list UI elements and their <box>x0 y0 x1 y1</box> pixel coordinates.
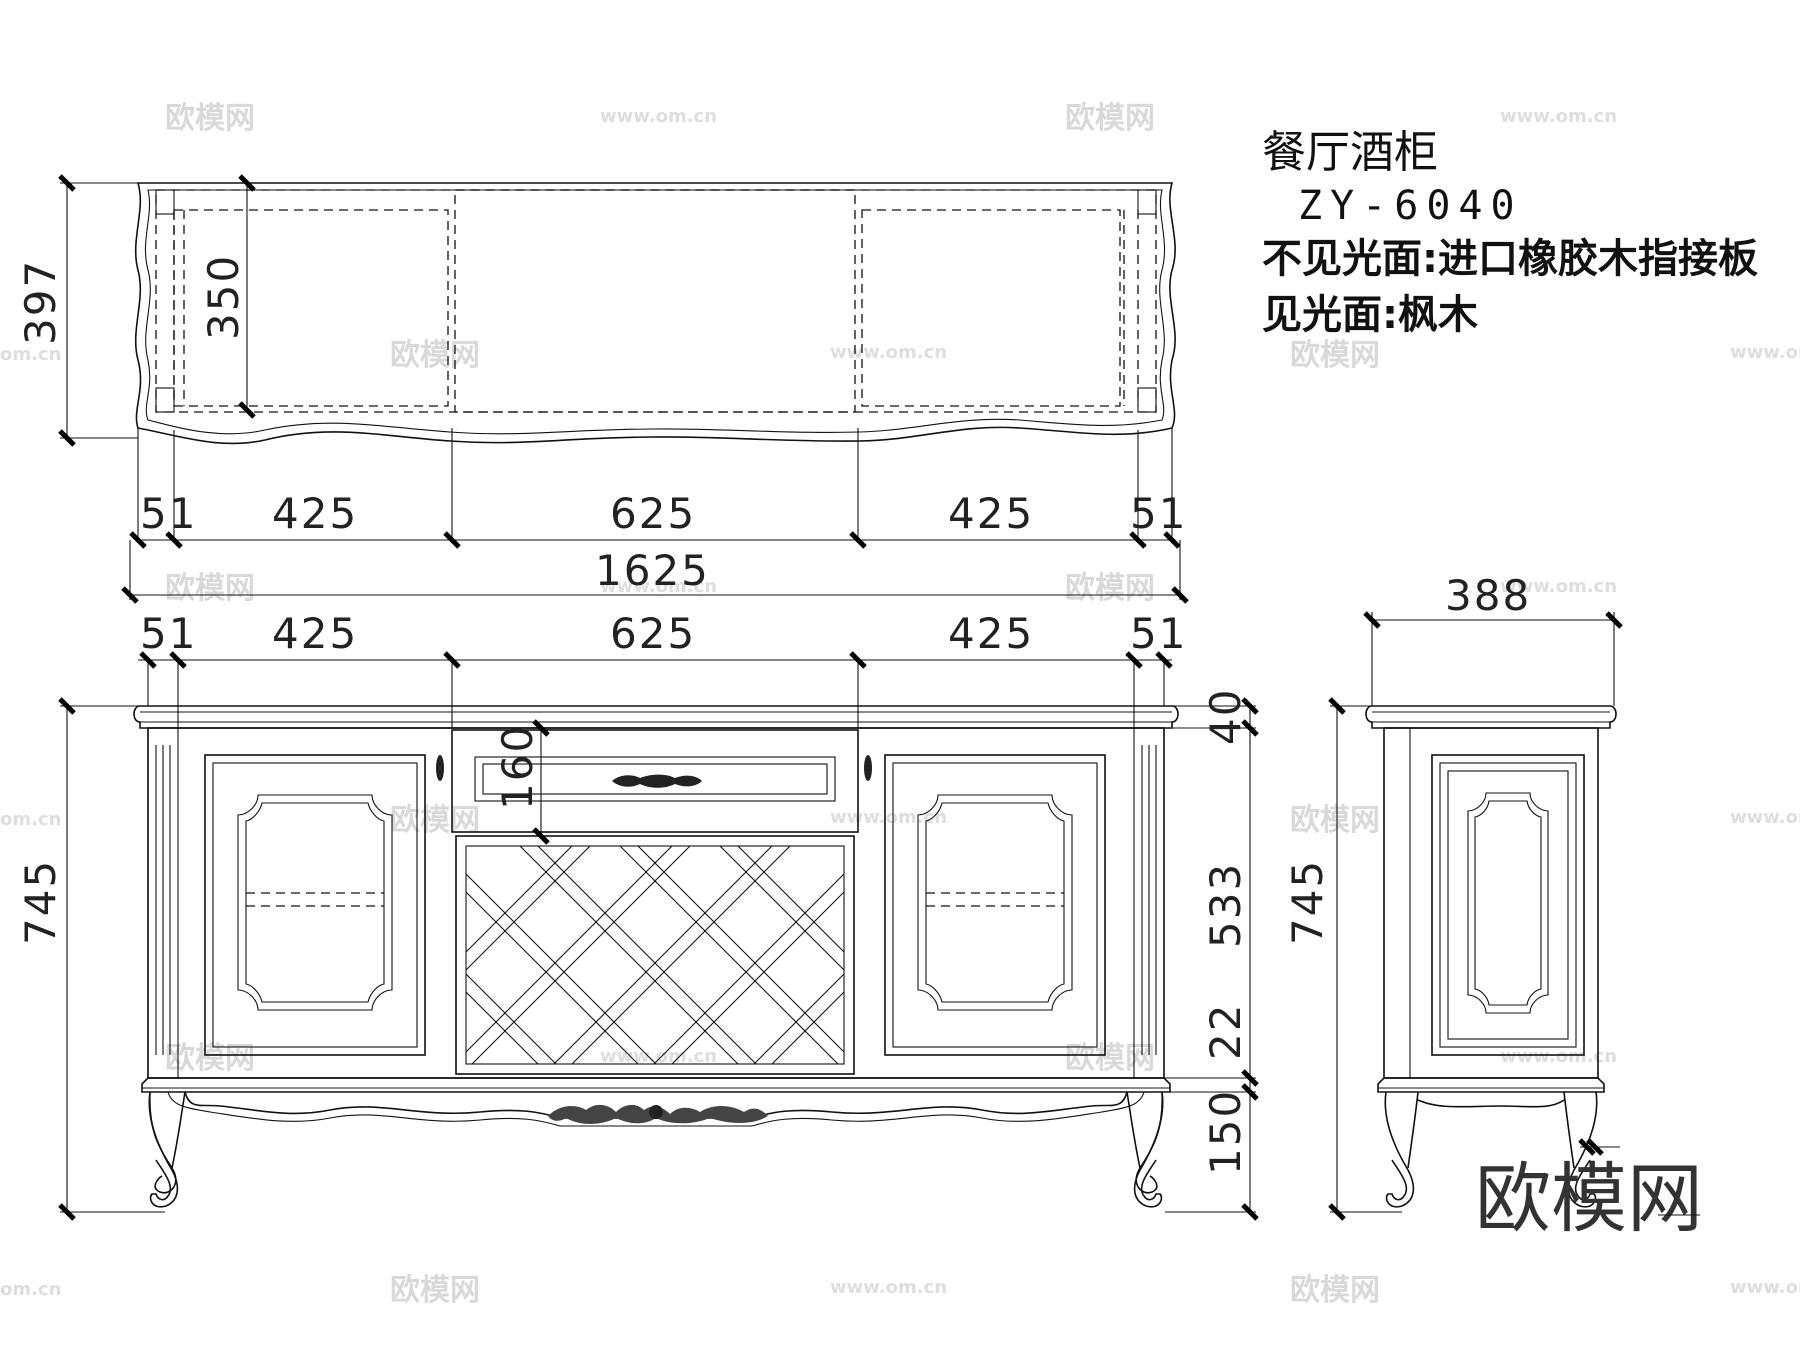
dim-front-width-0: 51 <box>140 609 197 658</box>
front-right-leg <box>1126 1091 1164 1208</box>
title-block: 餐厅酒柜 ZY-6040 不见光面:进口橡胶木指接板 见光面:枫木 <box>1262 125 1758 343</box>
dim-drawer-height: 160 <box>493 724 542 810</box>
watermark-brand: 欧模网 <box>1065 101 1155 136</box>
front-left-door <box>204 754 444 1056</box>
watermark-brand: 欧模网 <box>1065 571 1155 606</box>
left-door-handle-icon <box>436 755 444 781</box>
dim-plan-width-1: 425 <box>272 489 358 538</box>
watermark-site: www.om.cn <box>1730 1277 1800 1298</box>
watermark-brand: 欧模网 <box>390 338 480 373</box>
watermark-site: www.om.cn <box>1500 106 1617 127</box>
watermark-brand: 欧模网 <box>1290 338 1380 373</box>
watermark-brand: 欧模网 <box>1290 1273 1380 1308</box>
front-wine-rack <box>455 835 855 1075</box>
watermark-site: www.om.cn <box>830 1277 947 1298</box>
dim-side-depth: 388 <box>1445 571 1531 620</box>
dim-front-width-1: 425 <box>272 609 358 658</box>
watermark-site: www.om.cn <box>1500 576 1617 597</box>
watermark-brand: 欧模网 <box>165 571 255 606</box>
material-visible-surface: 见光面:枫木 <box>1262 292 1478 338</box>
dim-top-thickness: 40 <box>1201 688 1250 745</box>
dim-plan-width-4: 51 <box>1130 489 1187 538</box>
plan-body-dashed <box>155 189 1157 413</box>
front-base <box>141 1077 1171 1093</box>
dim-front-width-4: 51 <box>1130 609 1187 658</box>
dim-plan-width-0: 51 <box>140 489 197 538</box>
carved-ornament-icon <box>548 1104 768 1124</box>
dim-plan-depth-outer: 397 <box>16 259 65 345</box>
dim-leg-height: 150 <box>1201 1089 1250 1175</box>
material-hidden-surface: 不见光面:进口橡胶木指接板 <box>1262 236 1758 282</box>
watermark-site: www.om.cn <box>1500 1046 1617 1067</box>
watermark-site: www.om.cn <box>600 1046 717 1067</box>
drawer-handle-icon <box>612 774 702 788</box>
dim-plan-total-width: 1625 <box>595 546 710 595</box>
dim-base-thickness: 22 <box>1201 1003 1250 1060</box>
dim-side-total-height: 745 <box>1283 859 1332 945</box>
watermark-site: www.om.cn <box>600 106 717 127</box>
front-left-leg <box>148 1091 186 1208</box>
logo-brand: 欧模网 <box>1475 1154 1703 1243</box>
side-base <box>1377 1077 1605 1093</box>
watermark-site: www.om.cn <box>1730 807 1800 828</box>
watermark-site-short: om.cn <box>0 809 61 830</box>
dim-plan-width-3: 425 <box>948 489 1034 538</box>
side-top-slab <box>1365 705 1617 729</box>
watermark-brand: 欧模网 <box>390 1273 480 1308</box>
right-door-handle-icon <box>864 755 872 781</box>
plan-right-bay <box>861 209 1121 407</box>
watermark-site: www.om.cn <box>830 342 947 363</box>
watermark-site: www.om.cn <box>1730 342 1800 363</box>
watermark-site-short: om.cn <box>0 344 61 365</box>
front-top-slab <box>133 705 1179 729</box>
dim-front-width-3: 425 <box>948 609 1034 658</box>
dim-front-width-2: 625 <box>610 609 696 658</box>
plan-outline-inner <box>144 189 1166 435</box>
cabinet-name: 餐厅酒柜 <box>1262 127 1438 178</box>
front-drawer <box>451 729 859 833</box>
side-view <box>1365 705 1617 1208</box>
dim-body-height: 533 <box>1201 862 1250 948</box>
dim-plan-depth-inner: 350 <box>199 254 248 340</box>
model-code: ZY-6040 <box>1298 183 1523 229</box>
plan-outline <box>134 182 1176 445</box>
side-carcass <box>1383 727 1599 1079</box>
front-right-door <box>864 754 1106 1056</box>
watermark-brand: 欧模网 <box>1290 803 1380 838</box>
side-dimensions: 388 745 <box>1283 571 1623 1221</box>
watermark-layer: 欧模网 www.om.cn 欧模网 www.om.cn om.cn 欧模网 ww… <box>0 101 1800 1308</box>
plan-center-bay <box>454 189 856 413</box>
watermark-brand: 欧模网 <box>165 101 255 136</box>
plan-view <box>134 182 1176 540</box>
front-dimensions: 51 425 625 425 51 745 160 40 533 22 150 <box>16 609 1259 1221</box>
dim-front-total-height: 745 <box>16 859 65 945</box>
watermark-site-short: om.cn <box>0 1279 61 1300</box>
plan-dimensions: 397 350 51 425 625 425 51 1625 <box>16 174 1189 604</box>
side-legs <box>1384 1091 1598 1208</box>
watermark-site: www.om.cn <box>600 576 717 597</box>
side-panel <box>1431 754 1585 1056</box>
front-view <box>133 705 1179 1208</box>
dim-plan-width-2: 625 <box>610 489 696 538</box>
